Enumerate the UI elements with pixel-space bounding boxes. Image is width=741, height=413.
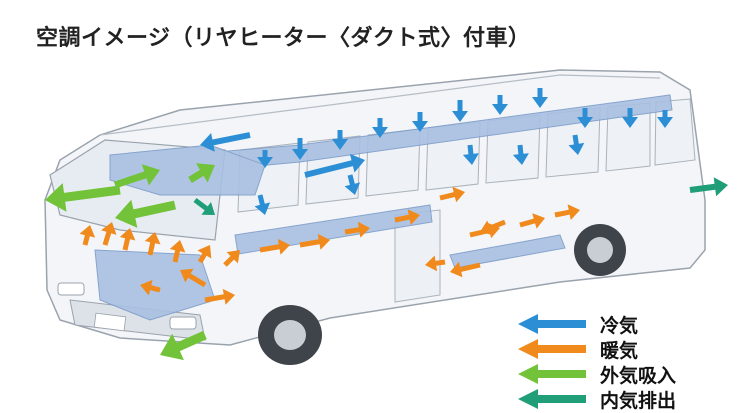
cool-air-arrow	[304, 153, 365, 178]
legend-item-cool: 冷気	[516, 312, 738, 337]
warm-air-arrow	[299, 233, 330, 250]
cool-air-arrow	[577, 108, 593, 128]
warm-air-arrow	[101, 222, 117, 246]
warm-air-arrow	[425, 255, 446, 272]
arrow-left-icon	[518, 389, 586, 409]
page-title: 空調イメージ（リヤヒーター〈ダクト式〉付車）	[36, 26, 531, 51]
cool-air-arrow	[512, 144, 529, 165]
outside-intake-arrow	[188, 163, 215, 183]
warm-air-arrow	[439, 186, 465, 203]
legend-item-inside-exhaust: 内気排出	[516, 387, 738, 412]
cool-air-arrow	[657, 110, 673, 128]
cool-air-arrow	[568, 134, 585, 155]
warm-air-arrow	[197, 245, 212, 264]
warm-air-arrow	[259, 238, 290, 255]
license-plate	[93, 312, 127, 332]
inside-exhaust-arrow	[689, 177, 728, 197]
legend-label: 暖気	[600, 339, 639, 362]
side-duct	[234, 204, 433, 255]
cool-air-arrow	[200, 132, 251, 152]
warm-air-arrow	[144, 232, 161, 256]
legend-item-outside-intake: 外気吸入	[516, 362, 738, 387]
warm-air-arrow	[180, 268, 207, 288]
legend-item-warm: 暖気	[516, 337, 738, 362]
cool-air-arrow	[292, 138, 308, 160]
cool-air-arrow	[254, 194, 271, 215]
airflow-arrows	[79, 88, 673, 305]
external-airflow-arrows	[45, 163, 728, 361]
wheel-rear	[574, 224, 626, 276]
warm-air-arrow	[140, 279, 161, 296]
warm-air-arrow	[344, 221, 370, 238]
bus-roof	[99, 74, 661, 136]
cool-air-arrow	[412, 112, 428, 132]
cool-air-arrow	[257, 150, 273, 168]
headlight	[57, 282, 85, 296]
cool-air-arrow	[332, 130, 348, 150]
cool-air-arrow	[452, 100, 468, 122]
cool-air-arrow	[622, 108, 638, 128]
cool-air-arrow	[344, 174, 361, 195]
cool-air-arrow	[492, 95, 508, 115]
warm-air-arrow	[169, 240, 186, 263]
arrow-left-icon	[518, 339, 586, 359]
arrow-left-icon	[518, 364, 586, 384]
legend-label: 外気吸入	[600, 364, 677, 387]
cool-air-arrow	[372, 118, 388, 138]
headlight	[169, 316, 197, 330]
outside-intake-arrow	[45, 183, 121, 212]
inside-exhaust-arrow	[193, 198, 215, 215]
floor-heater-duct	[449, 234, 566, 269]
warm-air-arrow	[519, 213, 545, 229]
warm-air-arrow	[223, 250, 240, 267]
warm-air-arrow	[554, 204, 580, 220]
warm-air-arrow	[119, 228, 136, 251]
cool-air-arrow	[462, 144, 479, 165]
legend: 冷気 暖気 外気吸入 内気排出	[516, 312, 738, 412]
cool-air-arrow	[532, 88, 548, 108]
warm-air-arrow	[394, 209, 420, 225]
arrow-left-icon	[518, 314, 586, 334]
legend-label: 内気排出	[600, 389, 677, 412]
warm-air-arrow	[79, 225, 96, 246]
outside-intake-arrow	[115, 199, 176, 228]
warm-air-arrow	[450, 261, 481, 278]
outside-intake-arrow	[113, 164, 160, 189]
legend-label: 冷気	[600, 314, 639, 337]
dash-unit	[94, 249, 216, 321]
outside-intake-arrow	[160, 330, 207, 361]
wheel-front	[258, 305, 322, 365]
warm-air-arrow	[480, 219, 506, 236]
warm-air-arrow	[204, 288, 235, 305]
